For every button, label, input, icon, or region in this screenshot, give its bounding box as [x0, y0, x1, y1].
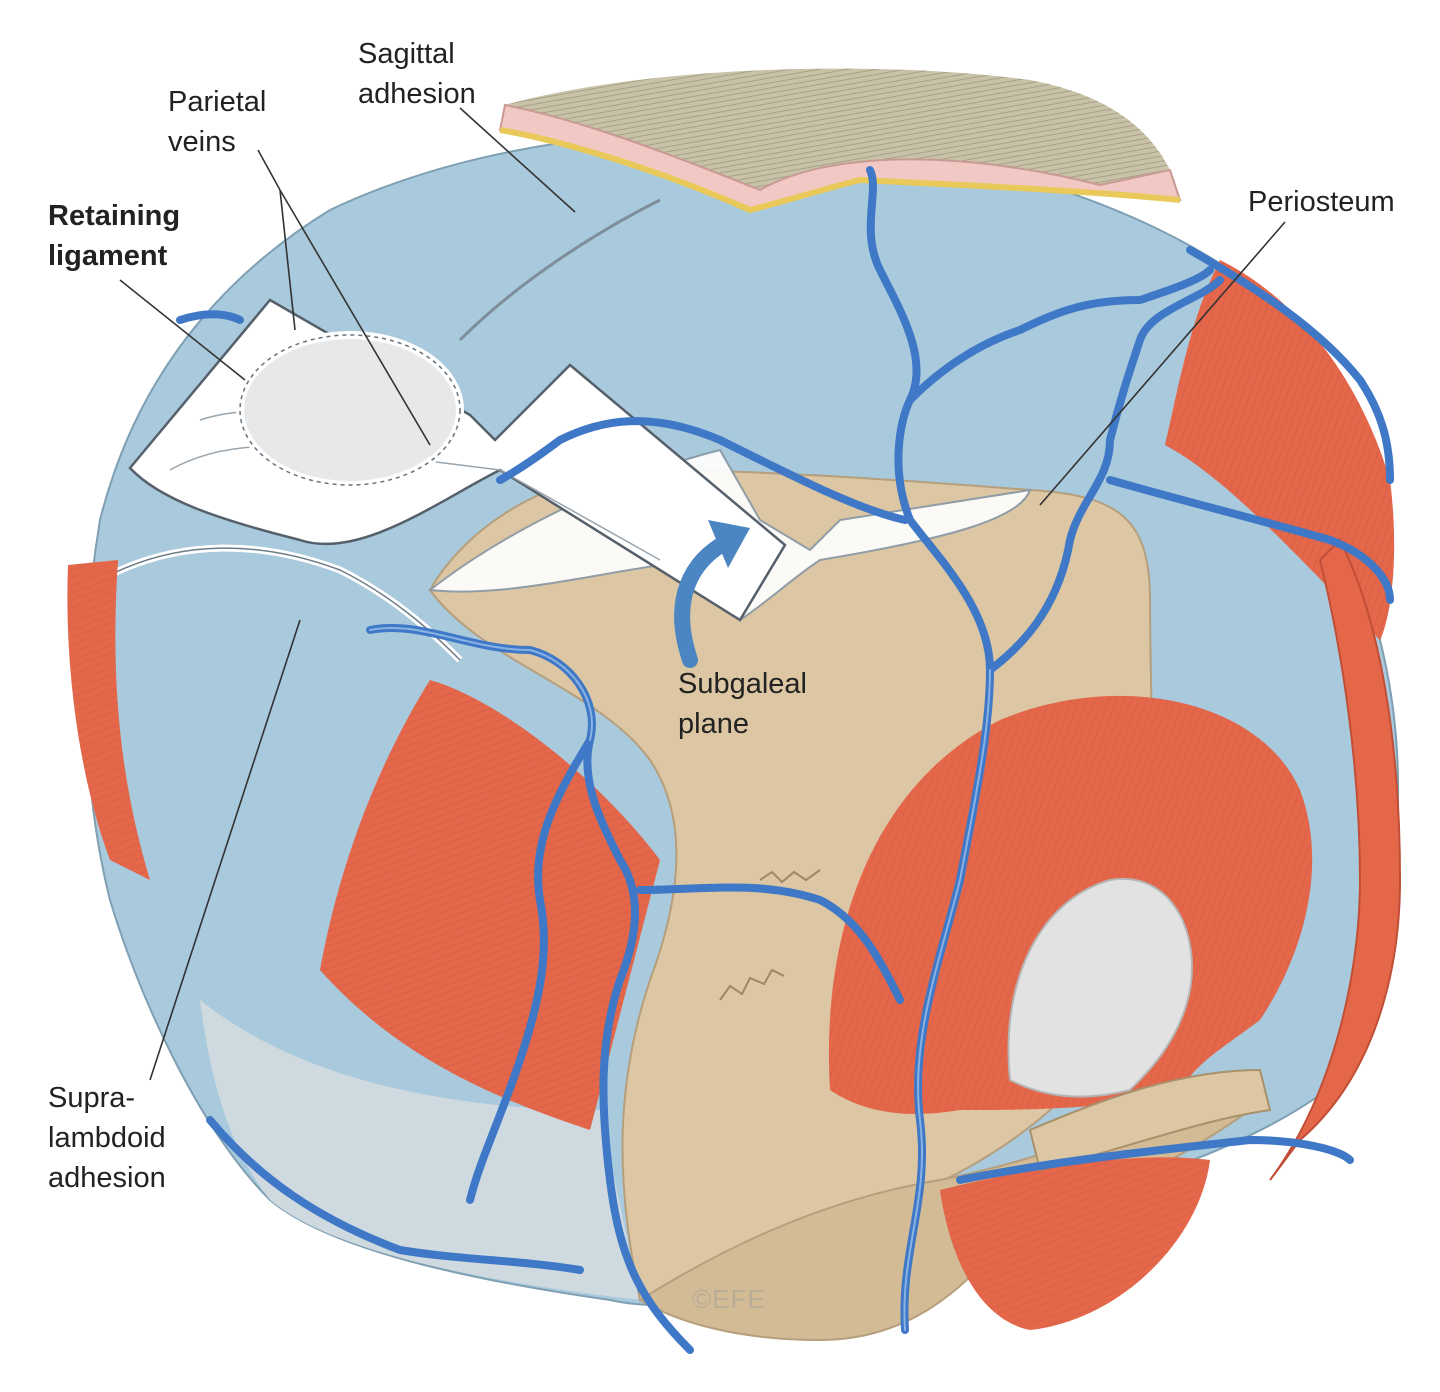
- sagittal-adhesion-line: [458, 198, 661, 342]
- subgaleal-line2: plane: [678, 708, 749, 740]
- supralambdoid-line3: adhesion: [48, 1162, 166, 1194]
- retaining-line2: ligament: [48, 240, 168, 272]
- label-parietal-veins: Parietal veins: [168, 82, 266, 162]
- label-sagittal-adhesion: Sagittal adhesion: [358, 34, 476, 114]
- label-periosteum: Periosteum: [1248, 182, 1395, 222]
- supralambdoid-line2: lambdoid: [48, 1122, 166, 1154]
- leader-retaining: [119, 279, 246, 381]
- zygomatic-arch: [1028, 1068, 1272, 1172]
- leader-lines: [119, 107, 1286, 1081]
- ligament-ring: [236, 331, 464, 489]
- leader-supralambdoid: [149, 619, 301, 1081]
- label-subgaleal-plane: Subgaleal plane: [678, 664, 807, 744]
- fat-layer: [499, 127, 1181, 214]
- leader-parietal-1: [257, 149, 281, 191]
- temporalis-tendon: [1007, 877, 1193, 1098]
- subgaleal-arrow: [674, 532, 738, 668]
- label-supralambdoid-adhesion: Supra- lambdoid adhesion: [48, 1078, 166, 1198]
- leader-parietal-a: [279, 189, 296, 331]
- parietal-line1: Parietal: [168, 86, 267, 118]
- leader-periosteum: [1039, 221, 1286, 506]
- bone-suture: [719, 869, 821, 1001]
- supralambdoid-line1: Supra-: [48, 1082, 136, 1114]
- copyright-mark: ©EFE: [692, 1284, 766, 1314]
- parietal-line2: veins: [168, 126, 236, 158]
- retaining-line1: Retaining: [48, 200, 181, 232]
- lower-galea-region: [200, 1000, 640, 1300]
- subgaleal-line1: Subgaleal: [678, 668, 807, 700]
- orbicularis-strip: [1269, 538, 1402, 1181]
- leader-sagittal: [459, 107, 576, 213]
- vein-highlights: [369, 626, 991, 1331]
- ligament-ring-edge: [239, 334, 461, 486]
- periosteum-line1: Periosteum: [1248, 186, 1395, 218]
- sagittal-line1: Sagittal: [358, 38, 455, 70]
- leader-parietal-b: [279, 189, 431, 446]
- sagittal-line2: adhesion: [358, 78, 476, 110]
- label-retaining-ligament: Retaining ligament: [48, 196, 180, 276]
